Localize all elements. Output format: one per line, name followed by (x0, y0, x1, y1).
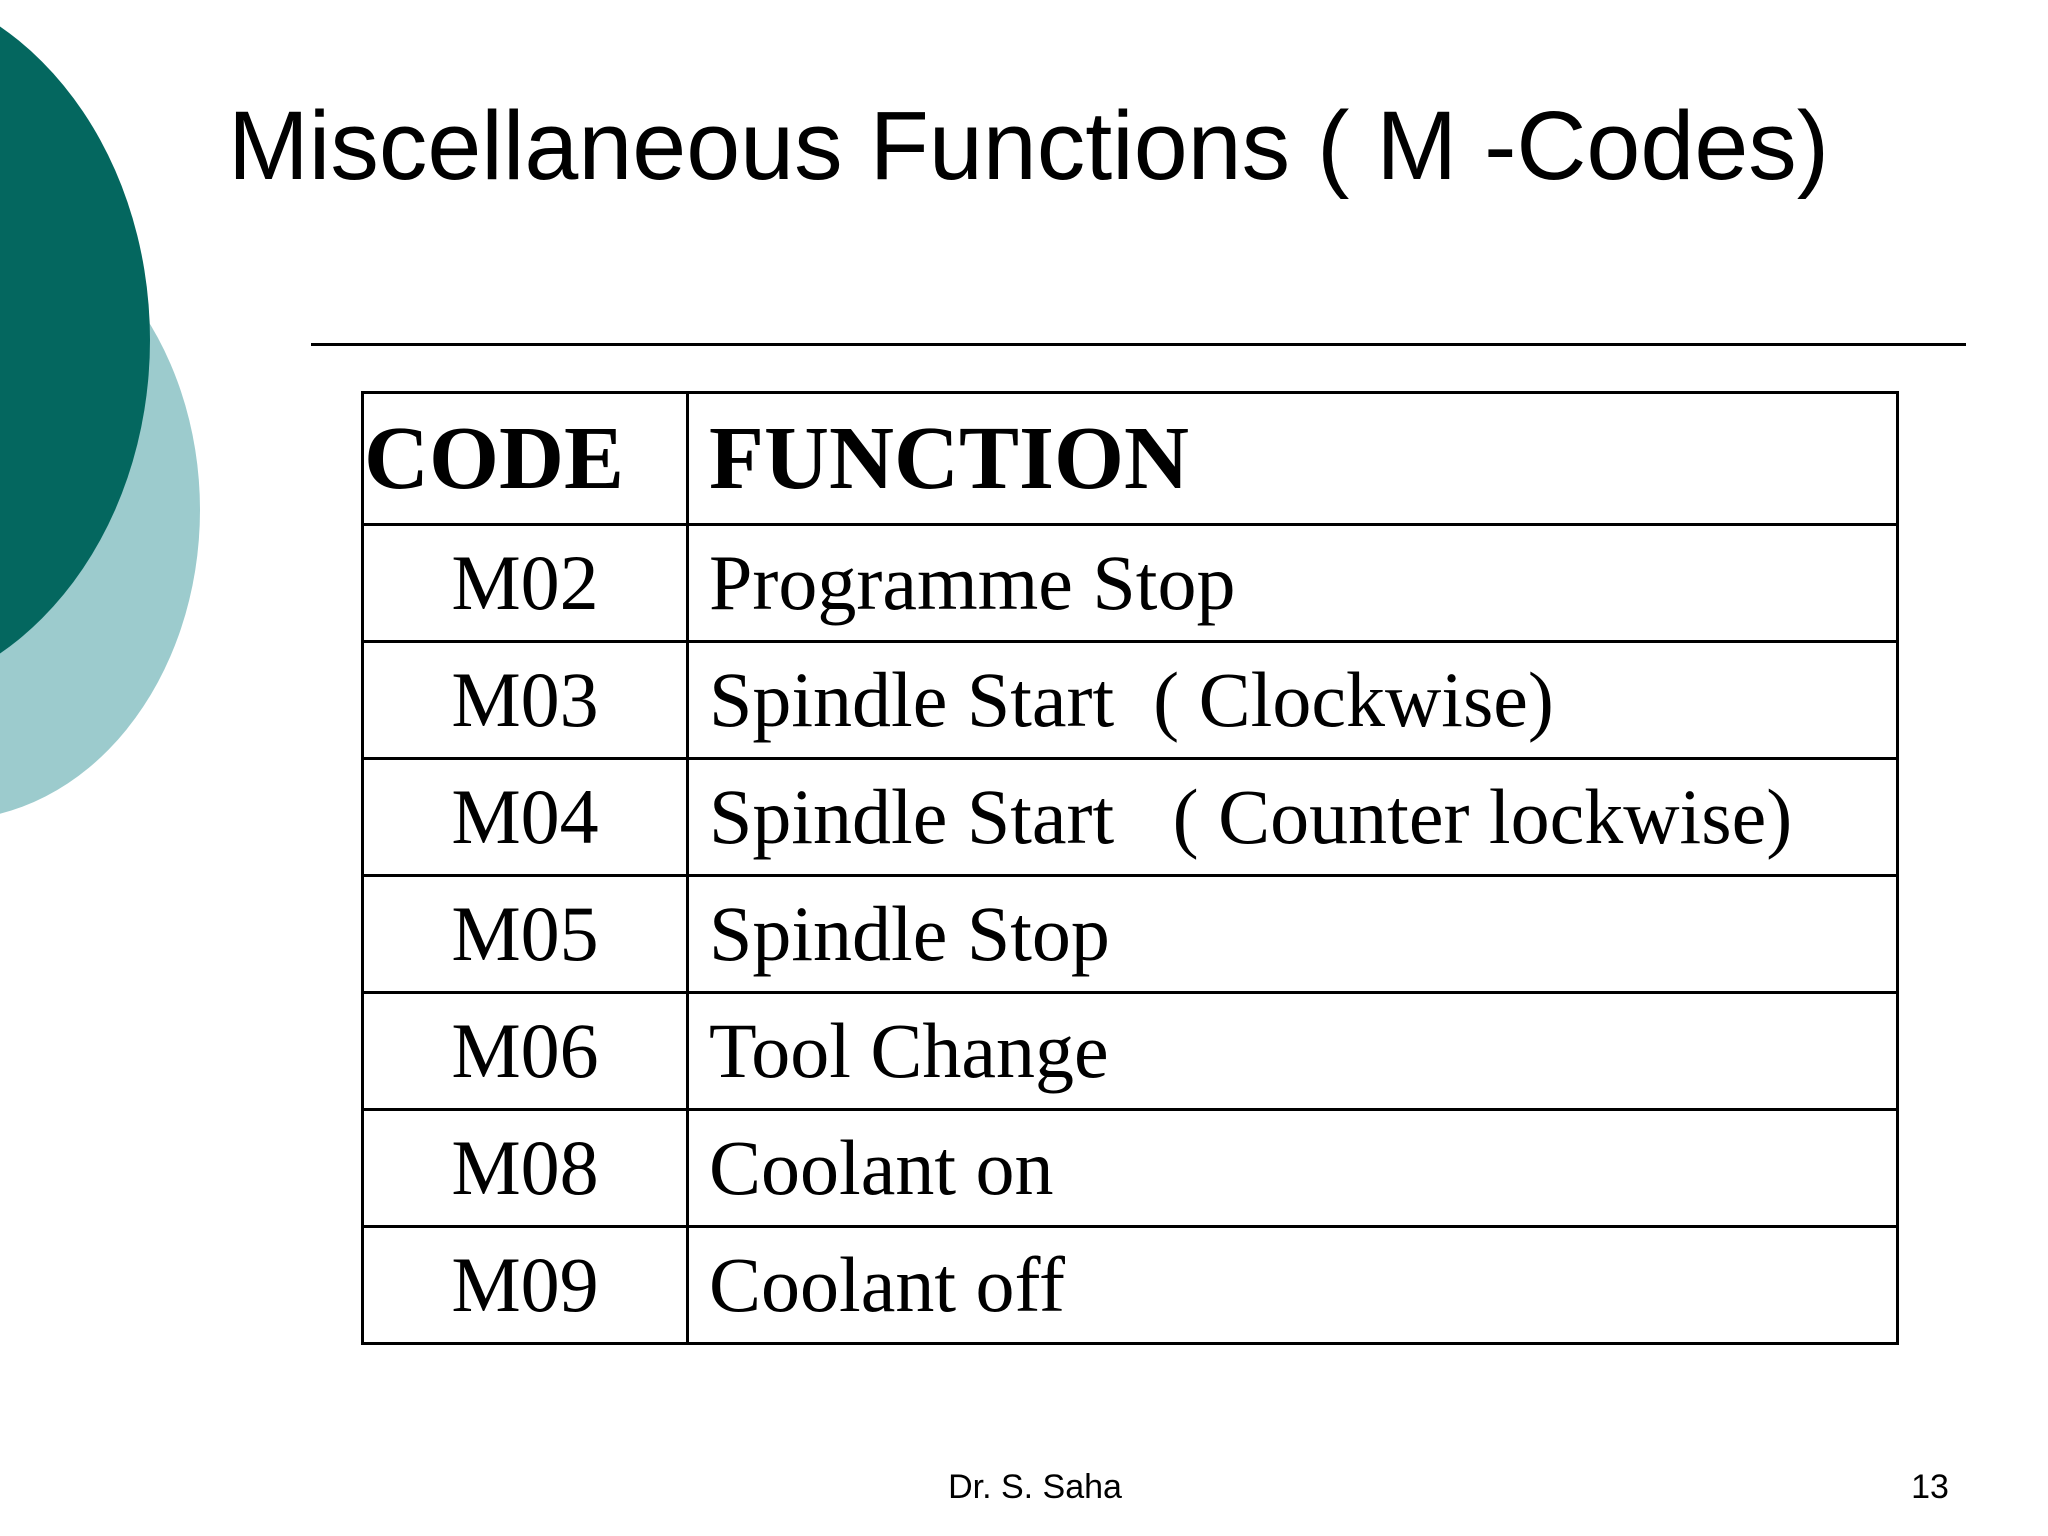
table-row: M09 Coolant off (361, 1225, 1899, 1345)
table-row: M04 Spindle Start ( Counter lockwise) (361, 757, 1899, 877)
code-cell: M03 (361, 640, 689, 760)
code-cell: M02 (361, 523, 689, 643)
function-cell: Spindle Start ( Clockwise) (686, 640, 1899, 760)
function-cell: Coolant off (686, 1225, 1899, 1345)
title-divider (311, 343, 1966, 346)
page-number: 13 (1911, 1468, 1949, 1506)
code-cell: M06 (361, 991, 689, 1111)
header-function: FUNCTION (686, 391, 1899, 526)
table-row: M05 Spindle Stop (361, 874, 1899, 994)
function-cell: Tool Change (686, 991, 1899, 1111)
function-cell: Programme Stop (686, 523, 1899, 643)
code-cell: M08 (361, 1108, 689, 1228)
slide-title: Miscellaneous Functions ( M -Codes) (228, 91, 1830, 200)
m-codes-table: CODE FUNCTION M02 Programme Stop M03 Spi… (361, 391, 1899, 1345)
table-row: M06 Tool Change (361, 991, 1899, 1111)
function-cell: Spindle Stop (686, 874, 1899, 994)
function-cell: Spindle Start ( Counter lockwise) (686, 757, 1899, 877)
table-row: M03 Spindle Start ( Clockwise) (361, 640, 1899, 760)
footer-author: Dr. S. Saha (948, 1468, 1122, 1506)
code-cell: M09 (361, 1225, 689, 1345)
code-cell: M04 (361, 757, 689, 877)
header-code: CODE (361, 391, 689, 526)
code-cell: M05 (361, 874, 689, 994)
table-row: M02 Programme Stop (361, 523, 1899, 643)
function-cell: Coolant on (686, 1108, 1899, 1228)
table-row: M08 Coolant on (361, 1108, 1899, 1228)
table-header-row: CODE FUNCTION (361, 391, 1899, 526)
